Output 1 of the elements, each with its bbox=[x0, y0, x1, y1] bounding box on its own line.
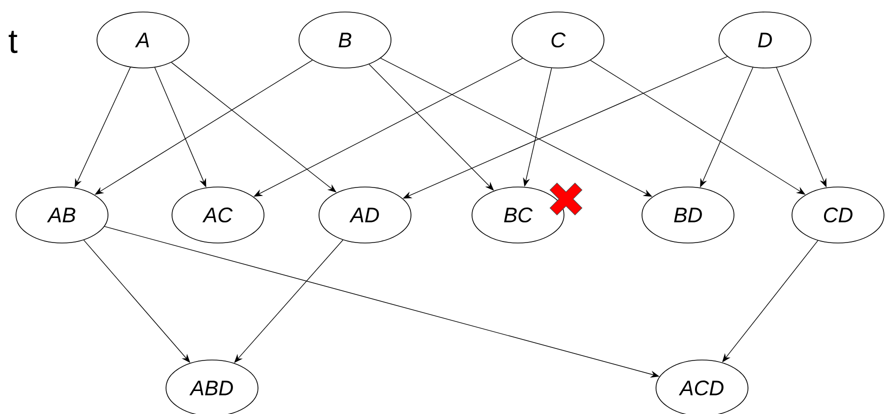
page-text: t bbox=[8, 30, 18, 54]
